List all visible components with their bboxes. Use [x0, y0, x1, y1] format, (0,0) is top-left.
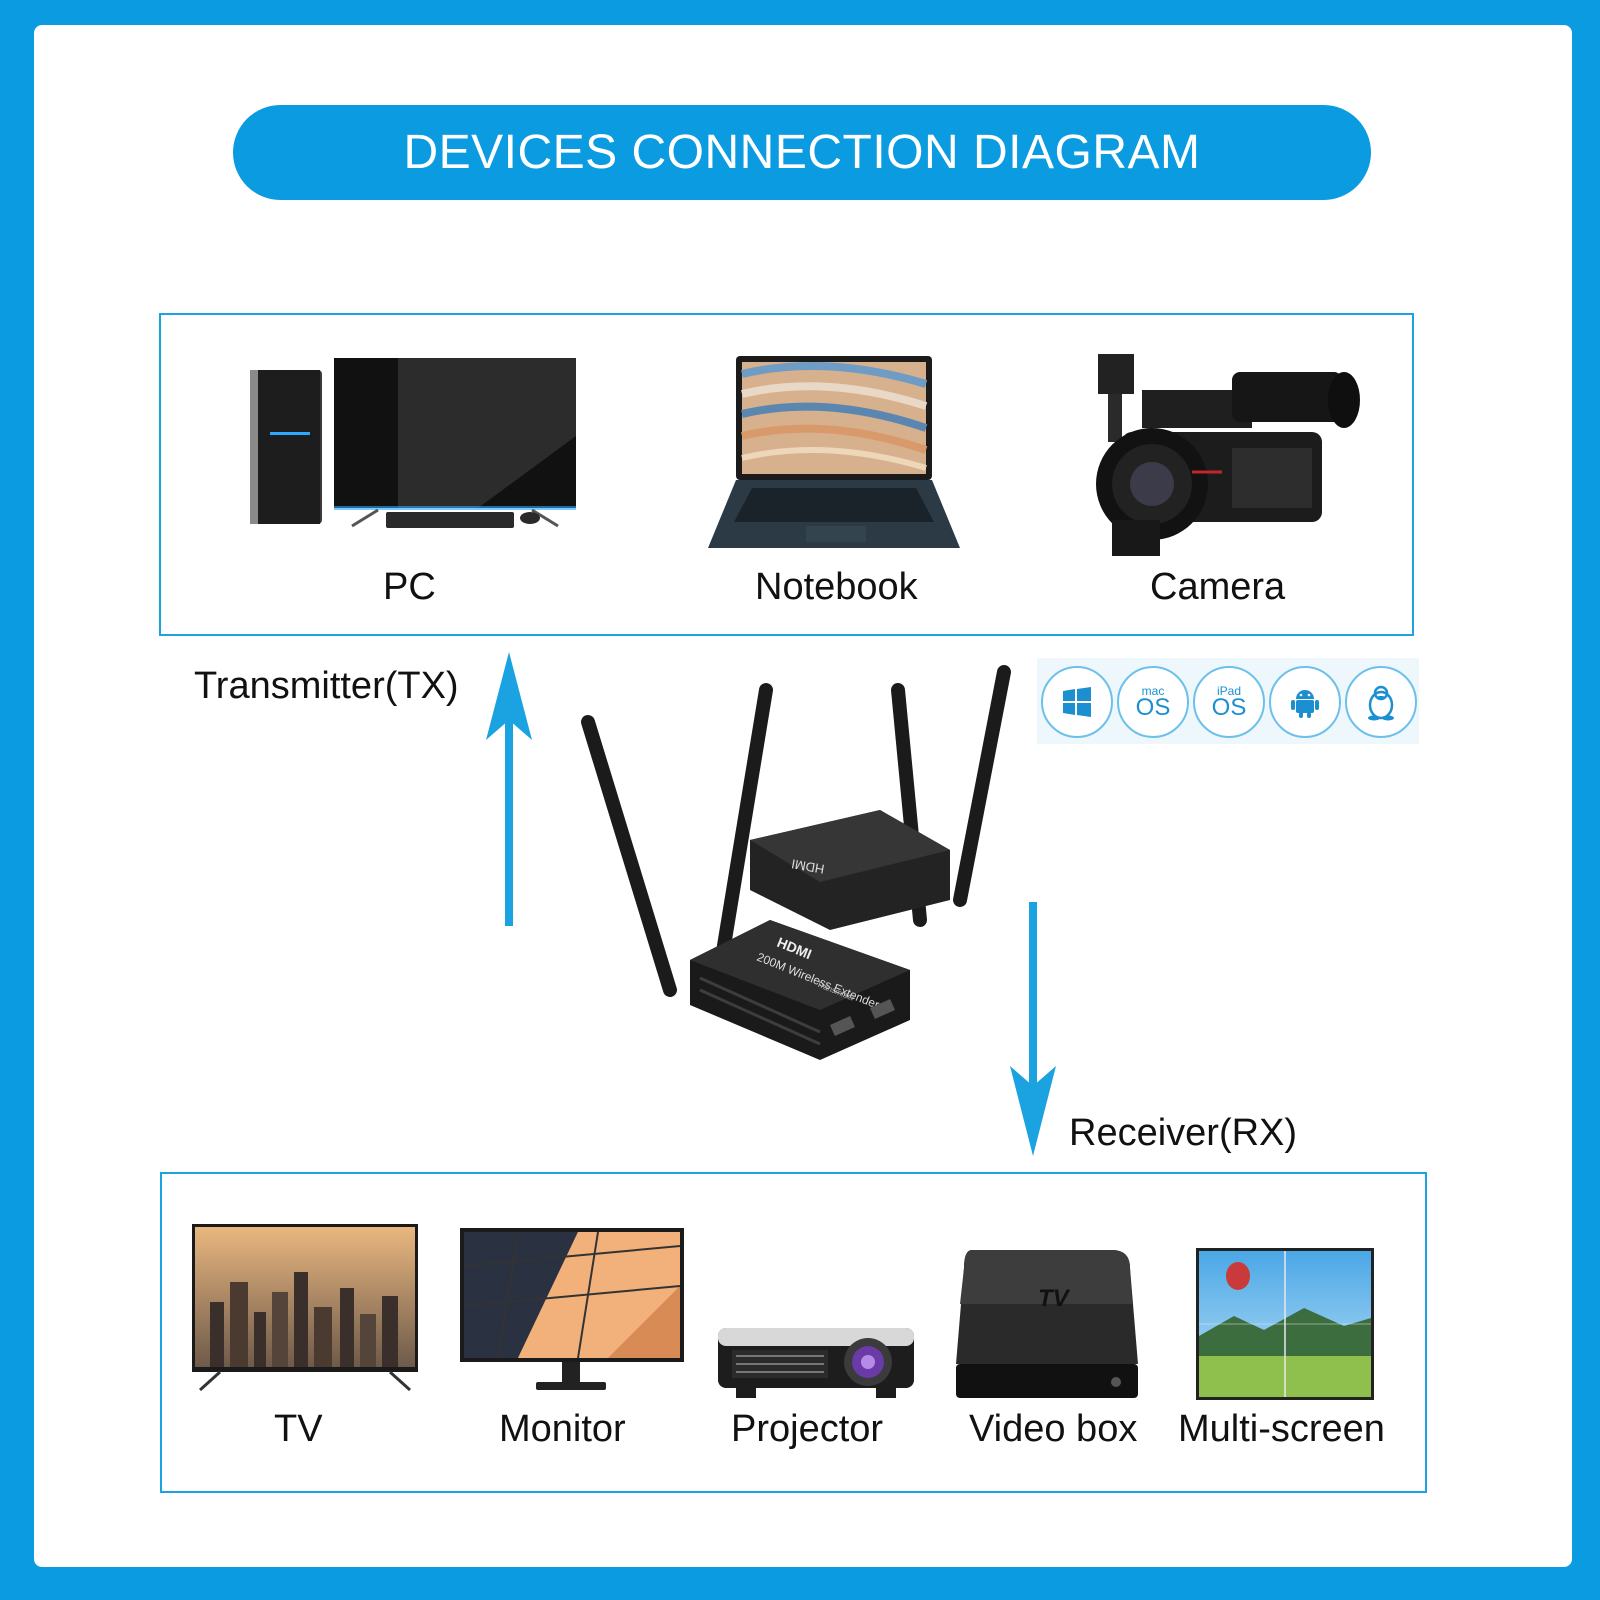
- tv-image: [192, 1224, 418, 1392]
- macos-icon: mac OS: [1117, 666, 1189, 738]
- macos-big-text: OS: [1135, 694, 1171, 721]
- device-label-projector: Projector: [731, 1408, 884, 1450]
- multi-screen-image: [1196, 1248, 1374, 1400]
- wireless-extender-image: HDMI HDMI 200M Wireless Extender Transmi…: [581, 665, 1011, 1060]
- video-box-image: TV: [956, 1250, 1138, 1398]
- windows-icon: [1041, 666, 1113, 738]
- video-box-logo: TV: [1038, 1285, 1071, 1312]
- down-arrow-icon: [1010, 902, 1056, 1156]
- receiver-hdmi-text: HDMI: [790, 856, 825, 877]
- device-label-pc: PC: [383, 566, 436, 608]
- device-label-notebook: Notebook: [755, 566, 918, 608]
- transmitter-label: Transmitter(TX): [194, 665, 459, 707]
- receiver-label: Receiver(RX): [1069, 1112, 1298, 1154]
- page-title: DEVICES CONNECTION DIAGRAM: [403, 126, 1201, 179]
- device-label-video-box: Video box: [969, 1408, 1138, 1450]
- monitor-image: [460, 1228, 684, 1390]
- device-label-monitor: Monitor: [499, 1408, 626, 1450]
- ipados-big-text: OS: [1211, 694, 1247, 721]
- macos-small-text: mac: [1141, 684, 1165, 698]
- ipados-small-text: iPad: [1216, 684, 1242, 698]
- pc-image: [250, 358, 576, 528]
- device-label-multi-screen: Multi-screen: [1178, 1408, 1385, 1450]
- device-label-tv: TV: [274, 1408, 323, 1450]
- linux-icon: [1345, 666, 1417, 738]
- android-icon: [1269, 666, 1341, 738]
- device-label-camera: Camera: [1150, 566, 1286, 608]
- ipados-icon: iPad OS: [1193, 666, 1265, 738]
- projector-image: [718, 1328, 914, 1398]
- notebook-image: [708, 356, 960, 548]
- os-compatibility-strip: mac OS iPad OS: [1037, 658, 1419, 744]
- title-banner: DEVICES CONNECTION DIAGRAM: [233, 105, 1371, 200]
- camera-image: [1096, 354, 1360, 556]
- up-arrow-icon: [486, 652, 532, 926]
